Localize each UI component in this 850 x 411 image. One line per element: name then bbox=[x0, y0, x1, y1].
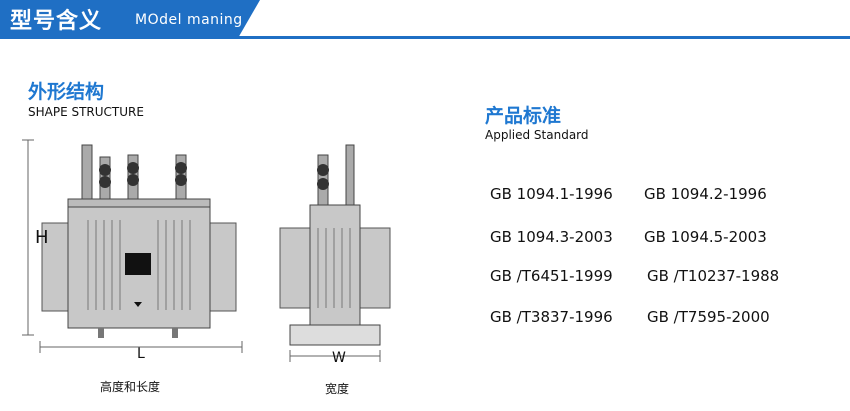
standard-item: GB 1094.2-1996 bbox=[644, 185, 767, 203]
standard-item: GB /T3837-1996 bbox=[490, 308, 613, 326]
standard-item: GB 1094.5-2003 bbox=[644, 228, 767, 246]
header-banner: 型号含义 MOdel maning bbox=[0, 0, 850, 40]
header-blue-tab bbox=[0, 0, 260, 36]
header-title: 型号含义 bbox=[10, 9, 103, 34]
length-label: L bbox=[137, 346, 145, 362]
height-label: H bbox=[35, 227, 49, 248]
standard-item: GB 1094.1-1996 bbox=[490, 185, 613, 203]
shape-subtitle: SHAPE STRUCTURE bbox=[28, 105, 144, 119]
standard-item: GB /T10237-1988 bbox=[647, 267, 780, 285]
standard-title: 产品标准 bbox=[485, 105, 562, 127]
standard-subtitle: Applied Standard bbox=[485, 128, 589, 142]
standard-item: GB /T7595-2000 bbox=[647, 308, 770, 326]
standard-item: GB /T6451-1999 bbox=[490, 267, 613, 285]
front-caption: 高度和长度 bbox=[100, 380, 161, 394]
shape-title: 外形结构 bbox=[28, 81, 105, 103]
standard-item: GB 1094.3-2003 bbox=[490, 228, 613, 246]
side-caption: 宽度 bbox=[325, 382, 350, 396]
side-view-drawing bbox=[279, 144, 391, 362]
width-label: W bbox=[332, 350, 346, 366]
front-view-drawing bbox=[22, 139, 243, 353]
header-subtitle: MOdel maning bbox=[135, 12, 243, 28]
header-underline bbox=[0, 36, 850, 39]
